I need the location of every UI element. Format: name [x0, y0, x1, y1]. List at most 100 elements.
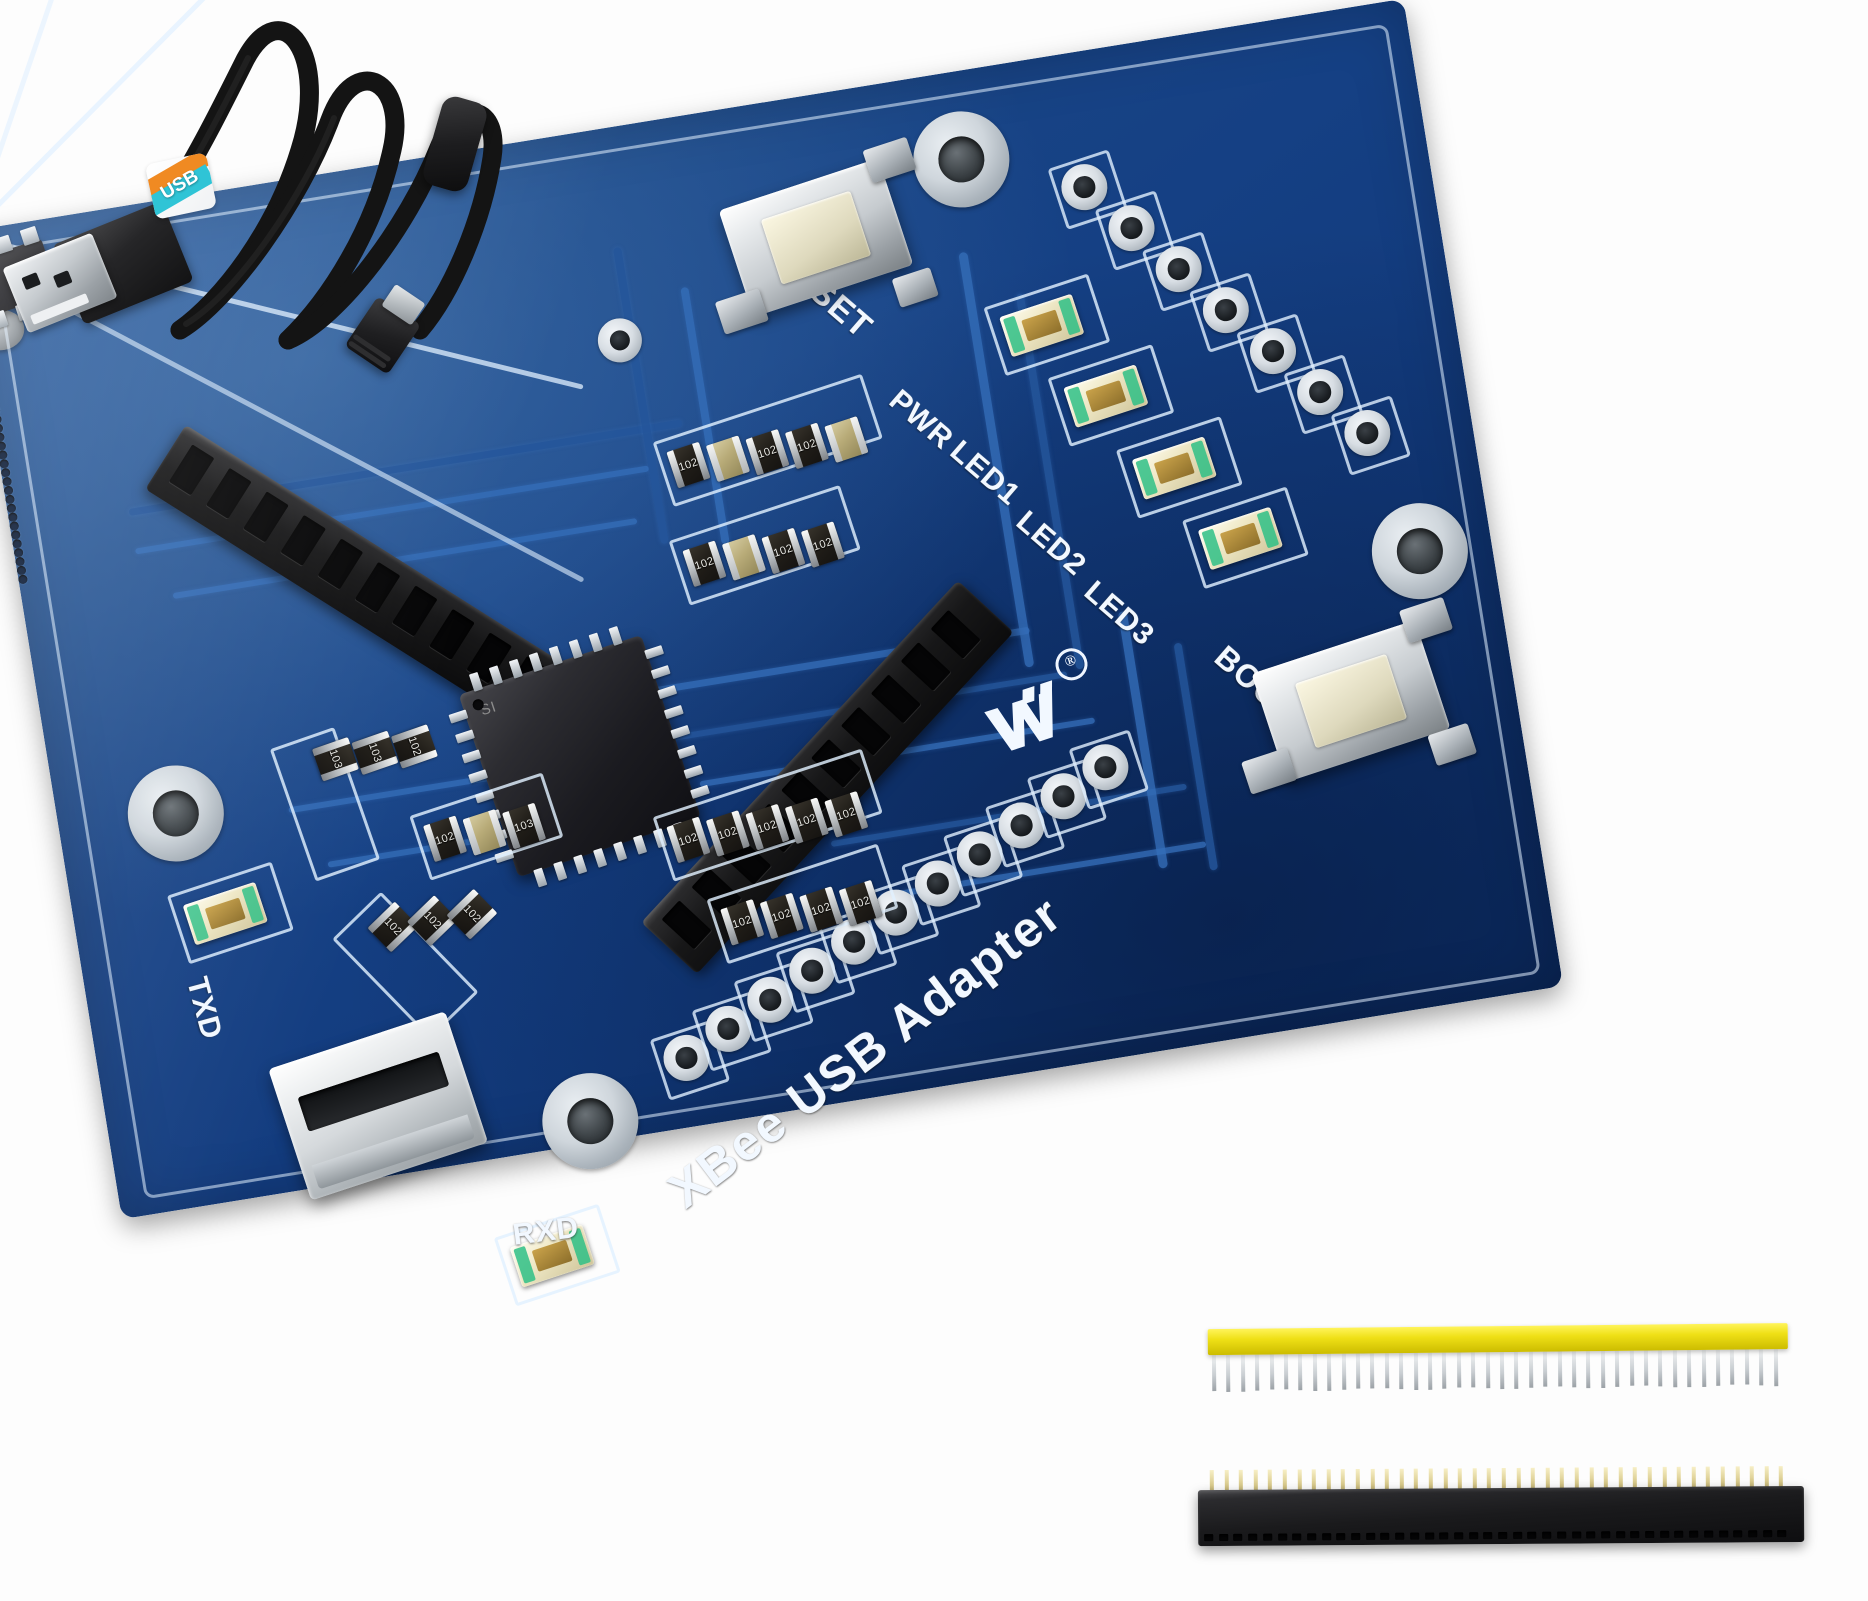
header-socket-hole: [1659, 1530, 1669, 1538]
socket-pin-hole[interactable]: [503, 655, 550, 708]
mount-hole: [906, 104, 1017, 215]
led2-label: LED2: [1009, 504, 1093, 583]
chip-lead: [690, 784, 710, 799]
qfn-microcontroller: SI: [448, 625, 710, 888]
socket-pin-hole[interactable]: [466, 632, 512, 684]
header-pin: [1312, 1350, 1318, 1391]
switch-solder-leg: [891, 266, 939, 308]
female-pin-header-strip[interactable]: [1197, 1466, 1819, 1550]
socket-pin-hole[interactable]: [317, 538, 364, 590]
pad-hole: [1093, 755, 1118, 780]
header-socket-hole: [1762, 1530, 1772, 1538]
socket-pin-hole[interactable]: [168, 444, 215, 496]
socket-pin-hole[interactable]: [243, 491, 289, 543]
breakout-pad[interactable]: [995, 798, 1048, 852]
chip-lead: [448, 709, 469, 724]
pcb-via: [0, 405, 1, 416]
breakout-pad[interactable]: [1152, 242, 1206, 296]
breakout-pad[interactable]: [1057, 160, 1111, 214]
socket-pin-hole[interactable]: [721, 835, 772, 885]
reset-button-cap[interactable]: [760, 191, 872, 285]
header-pin: [1672, 1346, 1678, 1387]
socket-pin-hole[interactable]: [691, 868, 742, 918]
resistor-marking: 102: [811, 535, 835, 554]
pcb-via: [13, 547, 24, 558]
breakout-pad[interactable]: [701, 1002, 755, 1056]
reset-button[interactable]: [718, 158, 914, 318]
socket-pin-hole[interactable]: [661, 900, 712, 950]
breakout-pad[interactable]: [953, 828, 1007, 881]
breakout-pad[interactable]: [1293, 365, 1347, 419]
pcb-trace: [1173, 642, 1219, 871]
smd-resistor: 102: [761, 527, 806, 575]
breakout-pad[interactable]: [1079, 740, 1132, 794]
header-socket-hole: [1777, 1530, 1787, 1538]
boot-button[interactable]: [1251, 620, 1451, 783]
socket-pin-hole[interactable]: [751, 803, 802, 853]
resistor-marking: 102: [849, 894, 873, 912]
mount-hole: [1364, 496, 1475, 607]
pad-outline: [1047, 149, 1129, 230]
header-pin: [1399, 1349, 1404, 1390]
pcb-via: [0, 414, 3, 425]
socket-pin-hole[interactable]: [354, 561, 401, 614]
chip-lead: [481, 809, 502, 824]
breakout-pad[interactable]: [1246, 324, 1300, 378]
socket-pin-hole[interactable]: [280, 514, 326, 566]
breakout-pad[interactable]: [911, 857, 965, 910]
header-pin: [1586, 1347, 1591, 1388]
chip-lead: [657, 685, 678, 700]
breakout-pad[interactable]: [1199, 283, 1253, 337]
pcb-via: [9, 520, 20, 532]
led-die: [1121, 367, 1145, 407]
male-pin-header-strip[interactable]: [1207, 1323, 1809, 1399]
boot-button-cap[interactable]: [1294, 653, 1408, 749]
socket-pin-hole[interactable]: [811, 739, 862, 788]
header-pin: [1211, 1351, 1217, 1392]
smd-resistor: 102: [759, 892, 804, 940]
breakout-pad[interactable]: [660, 1031, 713, 1085]
header-pin: [1240, 1350, 1246, 1392]
pad-outline: [1188, 272, 1270, 353]
mount-hole-ring: [149, 787, 203, 840]
header-socket-hole: [1351, 1533, 1361, 1541]
component-outline: [652, 373, 883, 508]
breakout-pad[interactable]: [785, 944, 839, 998]
resistor-marking: 102: [677, 831, 700, 849]
header-pin: [1543, 1347, 1548, 1387]
pad-hole: [799, 958, 825, 983]
socket-pin-hole[interactable]: [781, 771, 832, 821]
led-die: [241, 885, 265, 925]
pcb-via: [16, 565, 27, 576]
breakout-pad[interactable]: [743, 973, 797, 1027]
header-pin: [1370, 1349, 1375, 1389]
socket-pin-hole[interactable]: [900, 642, 951, 692]
pad-outline: [1026, 758, 1108, 840]
xbee-socket-right[interactable]: [641, 580, 1014, 975]
led-die: [1153, 452, 1196, 485]
smd-resistor: 102: [745, 803, 790, 851]
socket-pin-hole[interactable]: [392, 585, 438, 637]
pcb-via: [12, 538, 23, 549]
socket-pin-hole[interactable]: [429, 608, 475, 661]
breakout-pad[interactable]: [827, 915, 881, 969]
component-outline: [652, 748, 883, 882]
led-die: [186, 903, 210, 943]
smd-resistor: 102: [824, 790, 869, 838]
xbee-socket-left[interactable]: [145, 424, 580, 739]
pcb-trace: [1015, 293, 1085, 670]
breakout-pad[interactable]: [1105, 201, 1158, 255]
socket-pin-hole[interactable]: [841, 706, 891, 756]
socket-pin-hole[interactable]: [206, 467, 252, 519]
breakout-pad[interactable]: [1037, 769, 1090, 823]
micro-usb-port[interactable]: [268, 1011, 489, 1201]
socket-pin-hole[interactable]: [930, 609, 981, 659]
breakout-pad[interactable]: [1340, 406, 1394, 460]
socket-pin-hole[interactable]: [870, 674, 921, 724]
usb-cable[interactable]: USB: [0, 0, 560, 400]
breakout-pad[interactable]: [594, 315, 646, 366]
chip-lead: [468, 769, 489, 784]
header-pin: [1759, 1345, 1764, 1386]
breakout-pad[interactable]: [869, 886, 923, 939]
